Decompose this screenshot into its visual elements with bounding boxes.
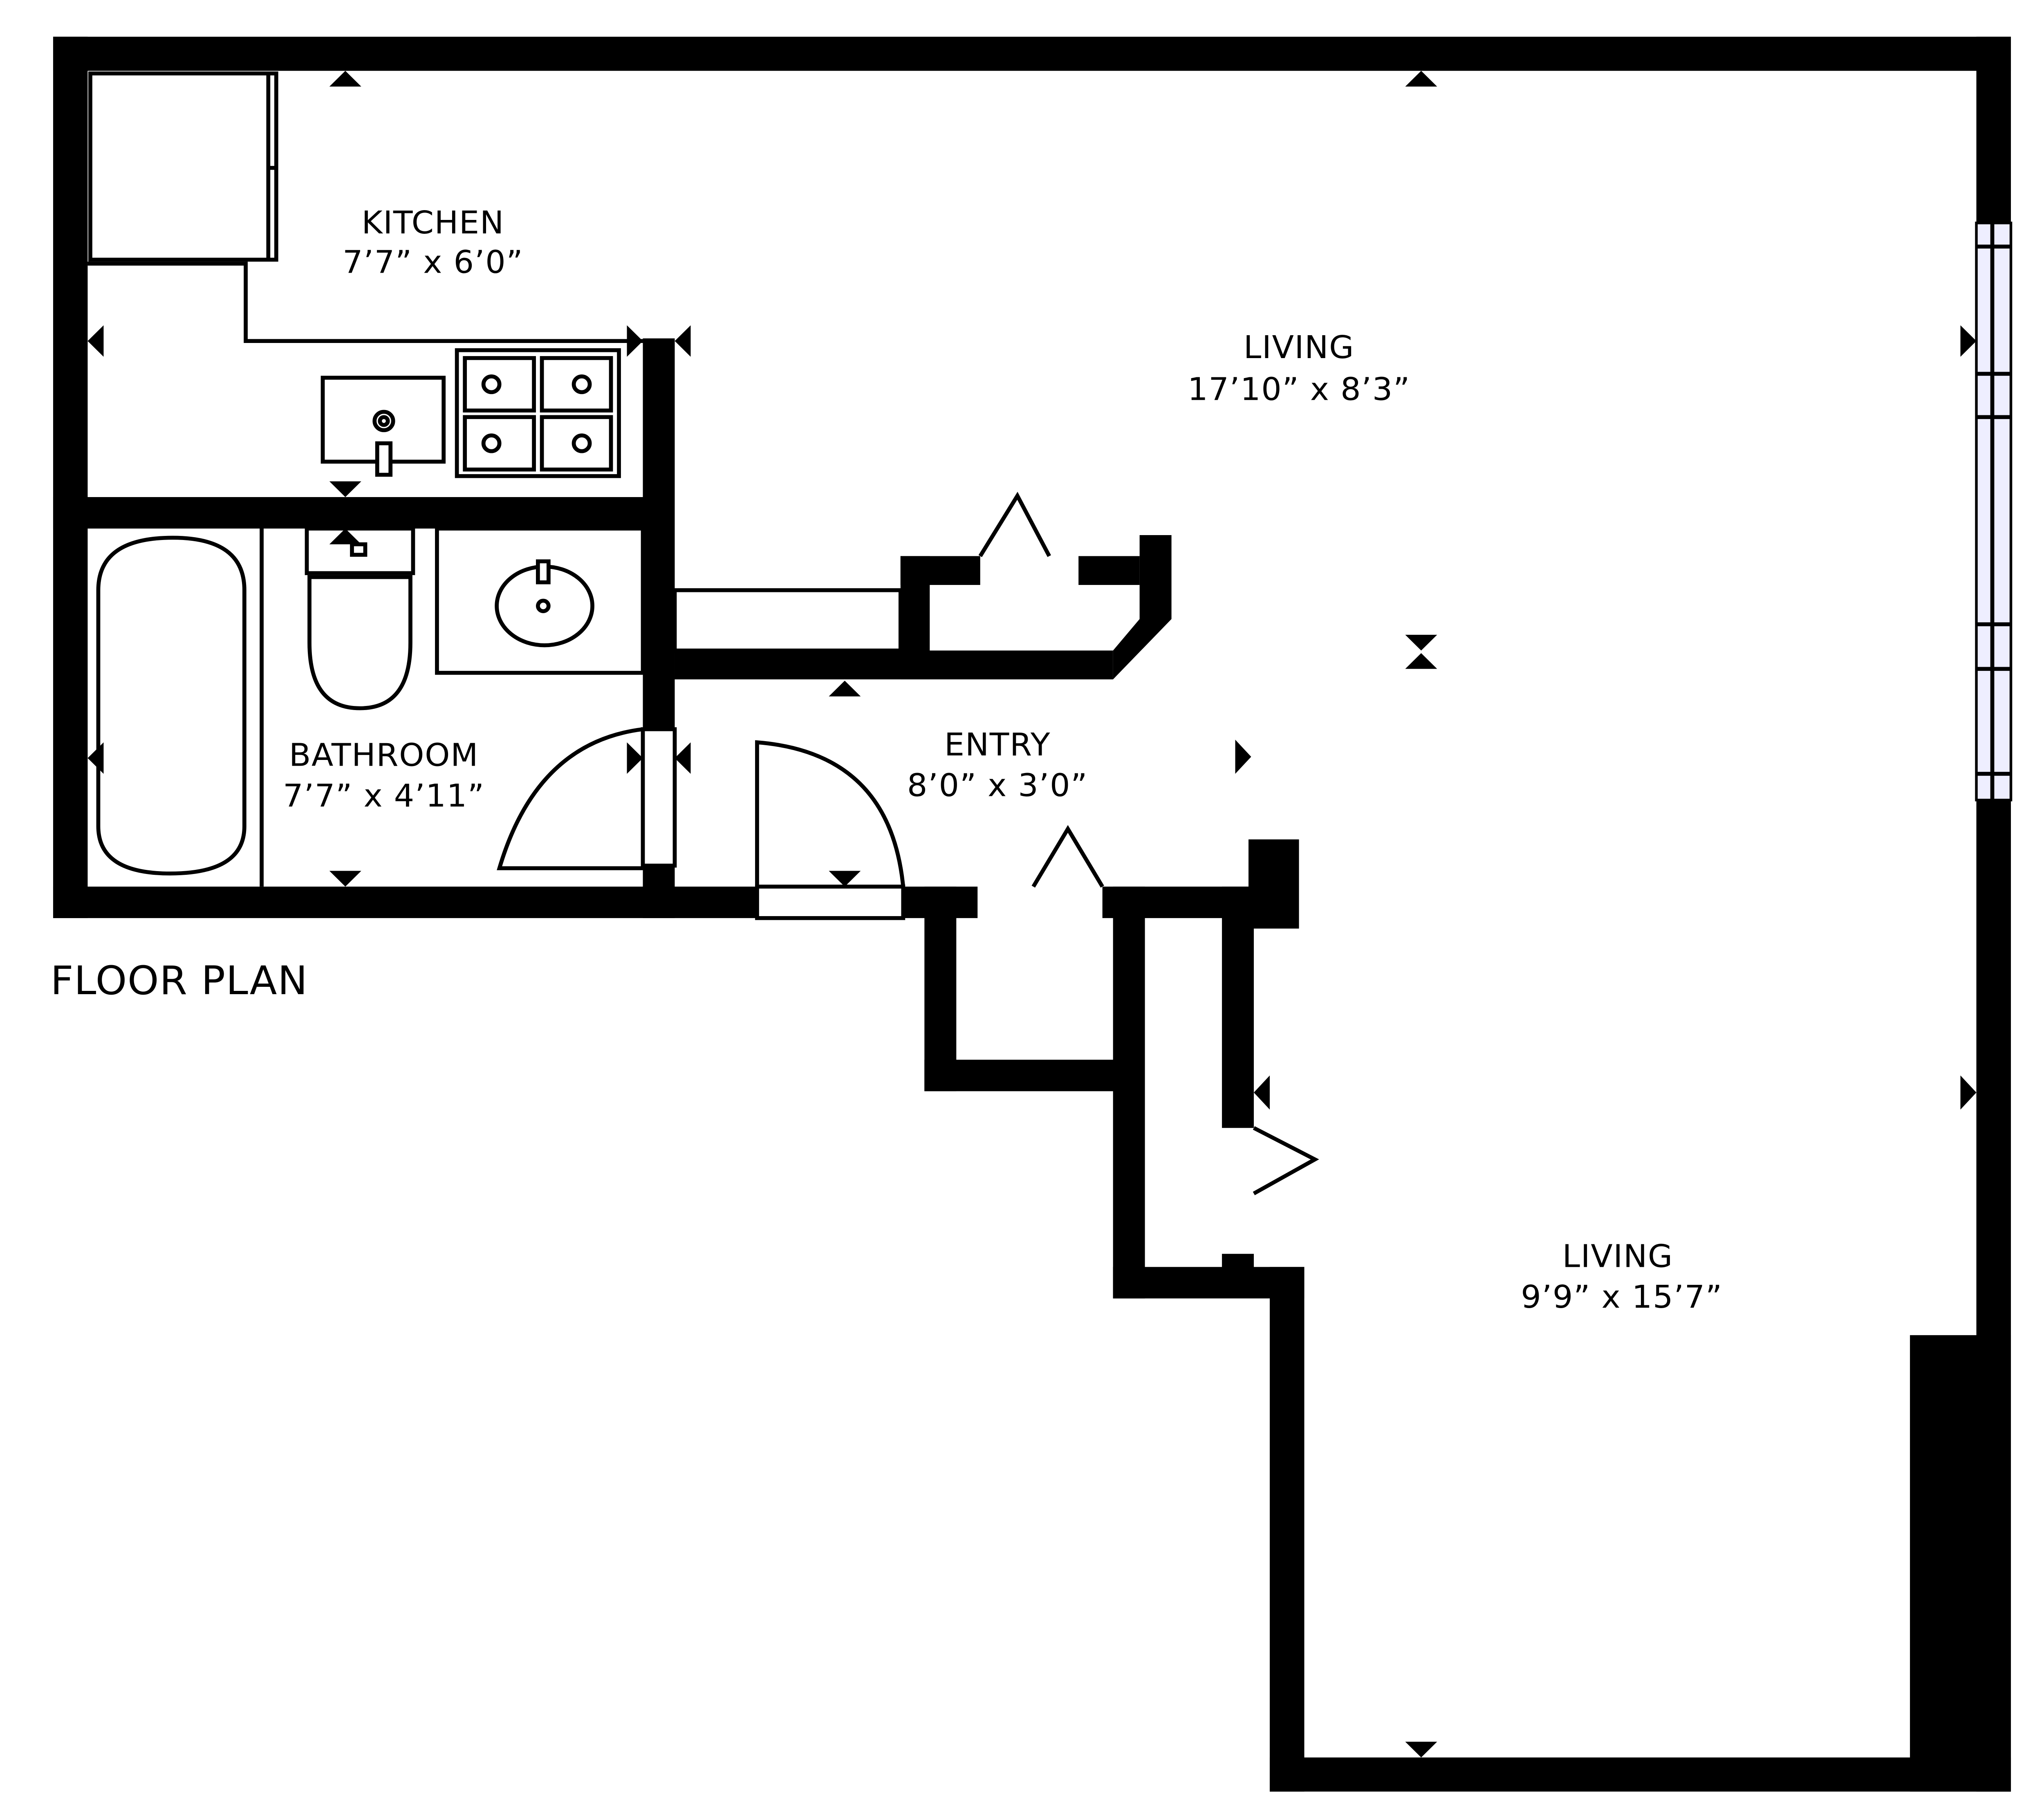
bathroom-fixtures: [96, 527, 645, 887]
room-name: KITCHEN: [362, 205, 504, 241]
room-dimensions: 8’0” x 3’0”: [907, 767, 1088, 804]
refrigerator: [88, 71, 278, 262]
room-label-entry: ENTRY 8’0” x 3’0”: [907, 727, 1088, 804]
stove-icon: [455, 348, 621, 478]
toilet-icon: [305, 527, 415, 710]
dimension-markers: [87, 71, 1977, 1758]
room-name: BATHROOM: [289, 737, 479, 773]
room-dimensions: 17’10” x 8’3”: [1188, 371, 1410, 408]
room-name: ENTRY: [944, 727, 1051, 763]
exterior-walls: [53, 36, 2011, 1792]
kitchen-fixtures: [87, 71, 643, 478]
doors: [497, 491, 1319, 1195]
bathtub: [96, 536, 247, 876]
room-dimensions: 9’9” x 15’7”: [1521, 1279, 1723, 1315]
room-dimensions: 7’7” x 4’11”: [283, 778, 485, 814]
room-name: LIVING: [1244, 329, 1354, 365]
room-label-kitchen: KITCHEN 7’7” x 6’0”: [343, 205, 523, 281]
room-label-living-upper: LIVING 17’10” x 8’3”: [1188, 329, 1410, 408]
interior-walls: [53, 338, 1304, 1299]
room-dimensions: 7’7” x 6’0”: [343, 244, 523, 280]
room-name: LIVING: [1562, 1238, 1673, 1275]
window-east: [1975, 222, 2013, 802]
room-label-living-lower: LIVING 9’9” x 15’7”: [1521, 1238, 1723, 1315]
floor-plan-caption: FLOOR PLAN: [50, 958, 308, 1004]
room-label-bathroom: BATHROOM 7’7” x 4’11”: [283, 737, 485, 814]
